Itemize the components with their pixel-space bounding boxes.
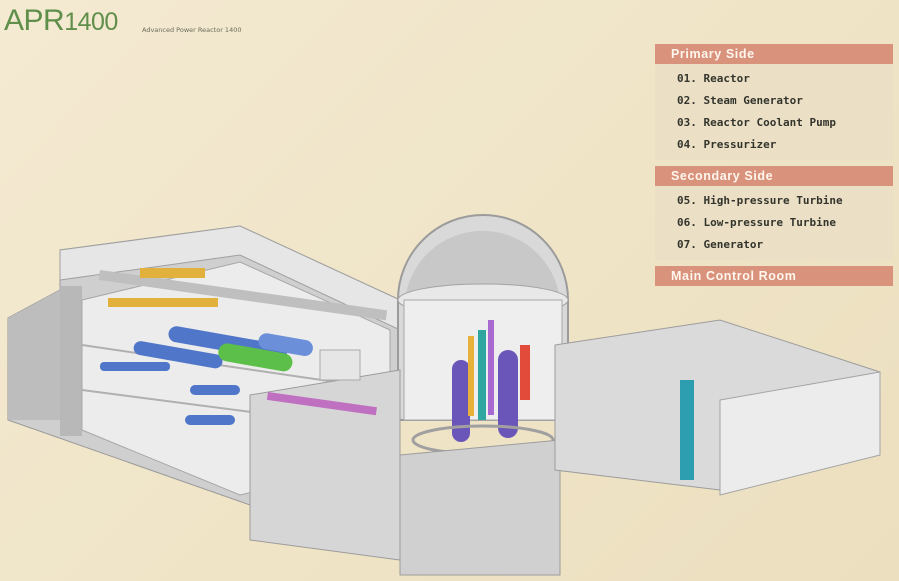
legend-panel: Primary Side 01. Reactor 02. Steam Gener… — [655, 44, 893, 286]
primary-side-header: Primary Side — [655, 44, 893, 64]
auxiliary-building — [249, 319, 881, 576]
legend-item-low-pressure-turbine: 06. Low-pressure Turbine — [677, 216, 836, 229]
title-number: 1400 — [64, 8, 118, 36]
turbine-generator-train — [100, 326, 313, 425]
main-control-room-header: Main Control Room — [655, 266, 893, 286]
secondary-side-header: Secondary Side — [655, 166, 893, 186]
legend-item-high-pressure-turbine: 05. High-pressure Turbine — [677, 194, 843, 207]
title-main: APR — [4, 4, 65, 37]
page-title: APR1400 — [4, 4, 118, 38]
legend-item-steam-generator: 02. Steam Generator — [677, 94, 803, 107]
primary-side-list: 01. Reactor 02. Steam Generator 03. Reac… — [655, 64, 893, 160]
legend-item-pressurizer: 04. Pressurizer — [677, 138, 777, 151]
legend-item-reactor-coolant-pump: 03. Reactor Coolant Pump — [677, 116, 836, 129]
page-subtitle: Advanced Power Reactor 1400 — [142, 26, 242, 34]
secondary-side-list: 05. High-pressure Turbine 06. Low-pressu… — [655, 186, 893, 260]
legend-item-generator: 07. Generator — [677, 238, 764, 251]
legend-item-reactor: 01. Reactor — [677, 72, 750, 85]
reactor-coolant-system — [411, 320, 555, 456]
